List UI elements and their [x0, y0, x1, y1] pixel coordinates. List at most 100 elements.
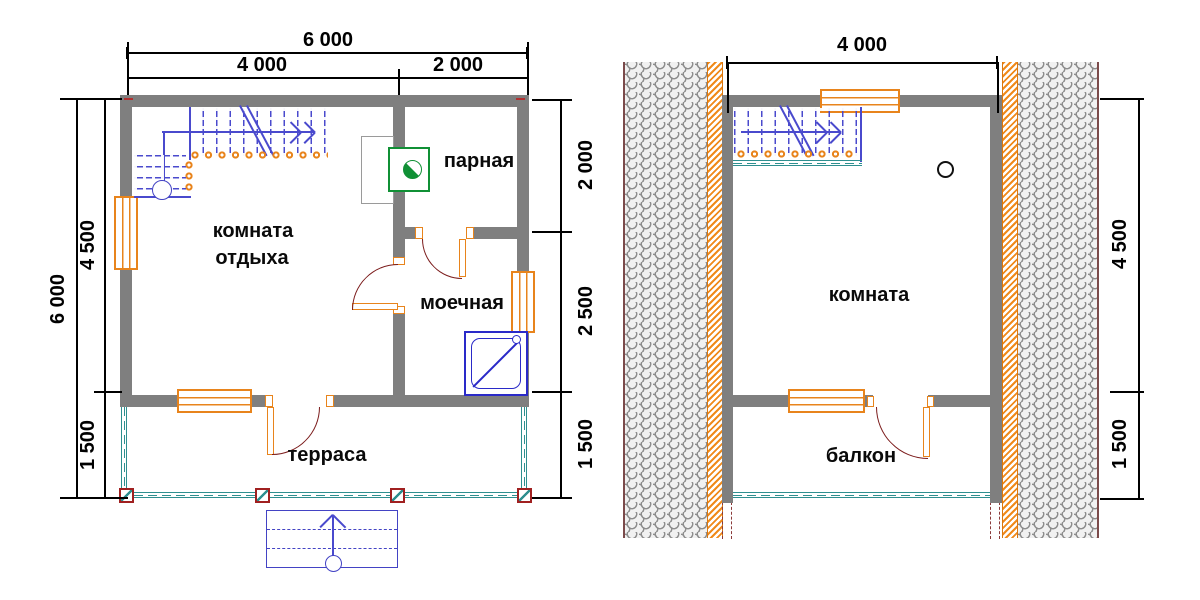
- wall: [722, 95, 820, 107]
- hidden-wall-outline: [722, 502, 732, 539]
- extension-line: [127, 42, 129, 95]
- baluster-row: [736, 149, 858, 159]
- door-jamb: [326, 395, 334, 407]
- terrace-edge-bottom: [120, 492, 530, 498]
- room-label-lounge: комната: [212, 220, 294, 242]
- wall: [733, 395, 788, 407]
- stove-circle: [403, 160, 422, 179]
- door-jamb: [393, 306, 405, 314]
- extension-line: [60, 98, 122, 100]
- newel-circle: [152, 180, 172, 200]
- door-leaf: [352, 303, 398, 310]
- corner-mark: [124, 98, 133, 100]
- extension-line: [532, 99, 572, 101]
- baluster-column: [184, 160, 194, 193]
- shower-tray-inner: [471, 338, 521, 389]
- terrace-edge-right: [521, 407, 527, 495]
- dimension-tick: [126, 47, 128, 59]
- extension-line: [1110, 391, 1144, 393]
- door-leaf: [267, 407, 274, 455]
- extension-line: [532, 231, 572, 233]
- dimension-label: 4 500: [77, 219, 99, 271]
- room-label-wash: моечная: [420, 292, 504, 314]
- door-jamb: [415, 227, 423, 239]
- wall: [990, 95, 1002, 503]
- room-label-terrace: терраса: [287, 444, 367, 466]
- wall: [120, 95, 529, 107]
- dimension-label: 4 000: [236, 54, 288, 76]
- stair-edge: [189, 107, 191, 160]
- entry-arrow-origin-circle: [325, 555, 342, 572]
- terrace-post: [517, 488, 532, 503]
- dimension-label: 1 500: [575, 418, 597, 470]
- window: [177, 389, 252, 413]
- dimension-tick: [726, 56, 728, 69]
- door-jamb: [466, 227, 474, 239]
- terrace-post: [255, 488, 270, 503]
- wall: [900, 95, 1002, 107]
- wall: [722, 95, 733, 503]
- hidden-wall-outline: [990, 502, 1000, 539]
- dimension-label: 6 000: [302, 29, 354, 51]
- gable-wall-hatch: [1002, 62, 1018, 538]
- dimension-line: [127, 52, 529, 54]
- terrace-edge-left: [121, 407, 127, 495]
- chimney-icon: [937, 161, 954, 178]
- extension-line: [727, 63, 729, 113]
- extension-line: [532, 497, 572, 499]
- extension-line: [1100, 498, 1144, 500]
- wall: [327, 395, 517, 407]
- wall: [467, 227, 529, 239]
- dimension-label: 2 000: [575, 139, 597, 191]
- dimension-tick: [996, 56, 998, 69]
- door-jamb: [867, 396, 874, 407]
- dimension-label: 4 500: [1109, 218, 1131, 270]
- dimension-line: [1138, 98, 1140, 500]
- extension-line: [997, 63, 999, 113]
- balcony-edge: [733, 492, 990, 498]
- dimension-tick: [526, 47, 528, 59]
- extension-line: [60, 497, 128, 499]
- door-leaf: [459, 239, 466, 277]
- door-jamb: [393, 257, 405, 265]
- dimension-label: 6 000: [47, 273, 69, 325]
- door-jamb: [265, 395, 273, 407]
- dimension-label: 2 000: [432, 54, 484, 76]
- stair-direction-arrow: [162, 131, 314, 133]
- corner-mark: [516, 98, 525, 100]
- extension-line: [532, 391, 572, 393]
- extension-line: [94, 391, 122, 393]
- dimension-line: [727, 62, 999, 64]
- roof-slope-hatch: [1018, 62, 1099, 538]
- wall: [132, 395, 177, 407]
- window: [114, 196, 138, 270]
- extension-line: [1100, 98, 1144, 100]
- wall: [928, 395, 990, 407]
- entry-arrow-shaft: [332, 515, 334, 561]
- shower-head: [512, 335, 521, 344]
- window: [788, 389, 865, 413]
- dimension-line: [76, 99, 78, 499]
- dimension-line: [560, 99, 562, 499]
- dimension-label: 4 000: [836, 34, 888, 56]
- window: [511, 271, 535, 333]
- stair-opening-edge: [733, 160, 862, 166]
- door-jamb: [927, 396, 934, 407]
- terrace-post: [390, 488, 405, 503]
- roof-slope-hatch: [623, 62, 709, 538]
- terrace-post: [119, 488, 134, 503]
- stair-direction-arrow: [741, 131, 841, 133]
- dimension-line: [104, 99, 106, 499]
- extension-line: [527, 42, 529, 95]
- dimension-line: [127, 77, 529, 79]
- door-leaf: [923, 407, 930, 457]
- baluster-row: [190, 150, 328, 160]
- gable-wall-hatch: [707, 62, 723, 538]
- dimension-label: 2 500: [575, 285, 597, 337]
- room-label-room: комната: [828, 284, 910, 306]
- dimension-label: 1 500: [77, 419, 99, 471]
- room-label-steam: парная: [443, 150, 515, 172]
- stair-edge: [860, 107, 862, 162]
- wall: [393, 308, 405, 395]
